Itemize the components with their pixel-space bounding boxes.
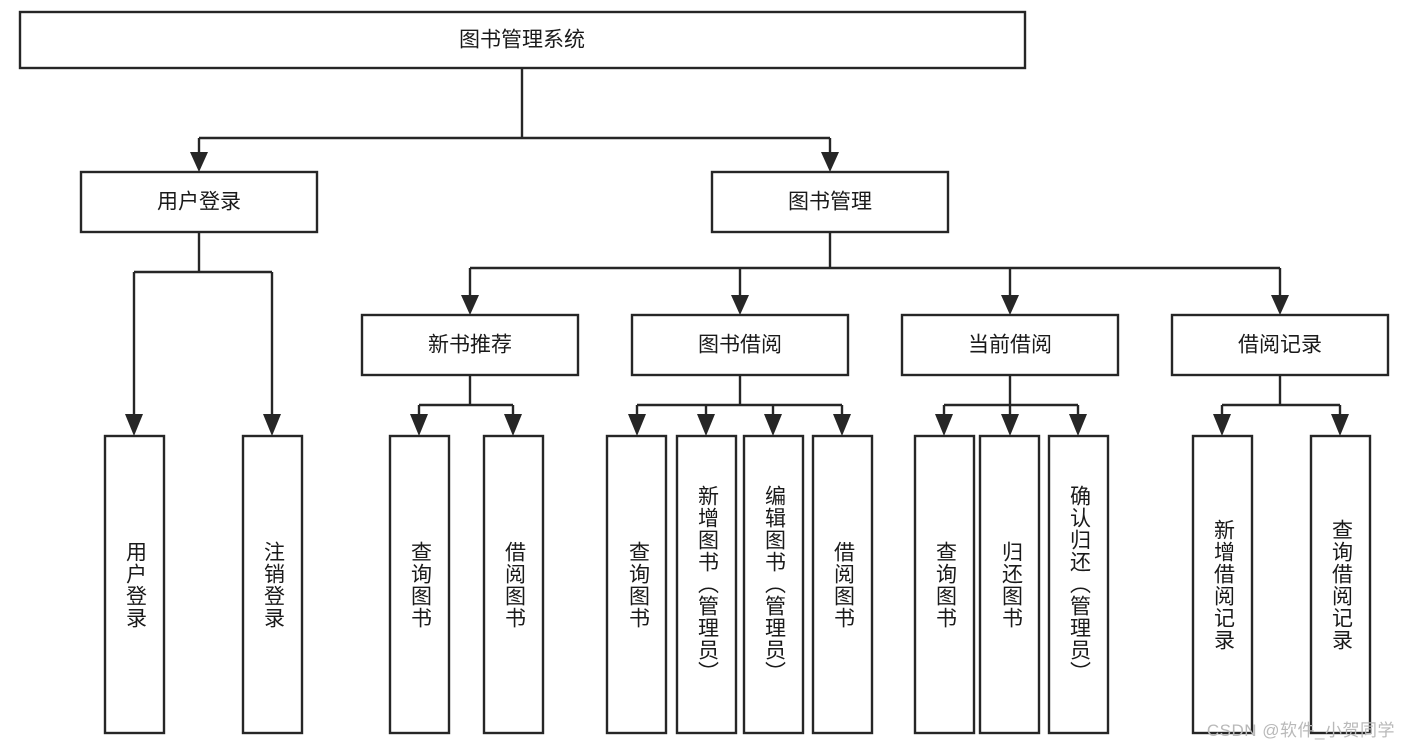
node-leaf-user-login-box[interactable] bbox=[103, 434, 166, 735]
node-leaf-query-book-3-label: 查询图书 bbox=[933, 541, 957, 629]
node-root[interactable]: 图书管理系统 bbox=[18, 10, 1027, 70]
arrow-head-leaf-query-book-2 bbox=[628, 414, 646, 436]
node-leaf-borrow-book-1-label: 借阅图书 bbox=[502, 541, 526, 629]
node-leaf-edit-book-box[interactable] bbox=[742, 434, 805, 735]
arrow-head-book-borrow bbox=[731, 295, 749, 315]
arrow-head-user-login bbox=[190, 152, 208, 172]
node-leaf-query-record-label: 查询借阅记录 bbox=[1329, 519, 1353, 651]
node-leaf-borrow-book-1-box[interactable] bbox=[482, 434, 545, 735]
node-leaf-borrow-book-1[interactable]: 借阅图书 bbox=[482, 434, 545, 735]
node-book-borrow[interactable]: 图书借阅 bbox=[630, 313, 850, 377]
arrow-head-leaf-confirm-return bbox=[1069, 414, 1087, 436]
node-leaf-logout-login[interactable]: 注销登录 bbox=[241, 434, 304, 735]
arrow-head-leaf-query-book-3 bbox=[935, 414, 953, 436]
node-leaf-logout-login-box[interactable] bbox=[241, 434, 304, 735]
arrow-head-leaf-borrow-book-1 bbox=[504, 414, 522, 436]
node-book-borrow-box[interactable] bbox=[630, 313, 850, 377]
node-leaf-add-book[interactable]: 新增图书（管理员） bbox=[675, 434, 738, 735]
node-leaf-borrow-book-2[interactable]: 借阅图书 bbox=[811, 434, 874, 735]
arrow-head-leaf-edit-book bbox=[764, 414, 782, 436]
arrow-head-leaf-add-book bbox=[697, 414, 715, 436]
node-borrow-record[interactable]: 借阅记录 bbox=[1170, 313, 1390, 377]
node-leaf-query-book-2-label: 查询图书 bbox=[626, 541, 650, 629]
arrow-head-leaf-return-book bbox=[1001, 414, 1019, 436]
arrow-head-leaf-query-record bbox=[1331, 414, 1349, 436]
node-leaf-return-book-label: 归还图书 bbox=[999, 541, 1023, 629]
node-leaf-add-record[interactable]: 新增借阅记录 bbox=[1191, 434, 1254, 735]
arrow-head-book-management bbox=[821, 152, 839, 172]
node-root-label: 图书管理系统 bbox=[459, 29, 585, 52]
node-leaf-query-book-1-label: 查询图书 bbox=[408, 541, 432, 629]
node-current-borrow-box[interactable] bbox=[900, 313, 1120, 377]
node-leaf-query-book-1[interactable]: 查询图书 bbox=[388, 434, 451, 735]
node-leaf-query-book-3-box[interactable] bbox=[913, 434, 976, 735]
node-book-management-box[interactable] bbox=[710, 170, 950, 234]
node-new-book-recommend[interactable]: 新书推荐 bbox=[360, 313, 580, 377]
node-current-borrow-label: 当前借阅 bbox=[968, 334, 1052, 357]
node-leaf-return-book[interactable]: 归还图书 bbox=[978, 434, 1041, 735]
node-leaf-confirm-return-box[interactable] bbox=[1047, 434, 1110, 735]
node-leaf-borrow-book-2-label: 借阅图书 bbox=[831, 541, 855, 629]
node-leaf-return-book-box[interactable] bbox=[978, 434, 1041, 735]
node-leaf-user-login[interactable]: 用户登录 bbox=[103, 434, 166, 735]
arrow-head-leaf-query-book-1 bbox=[410, 414, 428, 436]
arrow-head-leaf-add-record bbox=[1213, 414, 1231, 436]
node-leaf-add-record-box[interactable] bbox=[1191, 434, 1254, 735]
node-book-management[interactable]: 图书管理 bbox=[710, 170, 950, 234]
node-leaf-user-login-label: 用户登录 bbox=[123, 541, 147, 629]
node-leaf-query-book-2-box[interactable] bbox=[605, 434, 668, 735]
node-book-management-label: 图书管理 bbox=[788, 191, 872, 214]
node-user-login-label: 用户登录 bbox=[157, 191, 241, 214]
node-leaf-query-record[interactable]: 查询借阅记录 bbox=[1309, 434, 1372, 735]
arrow-head-current-borrow bbox=[1001, 295, 1019, 315]
node-user-login-box[interactable] bbox=[79, 170, 319, 234]
connector-layer bbox=[125, 68, 1349, 436]
node-leaf-add-book-box[interactable] bbox=[675, 434, 738, 735]
node-leaf-logout-login-label: 注销登录 bbox=[261, 541, 285, 629]
node-borrow-record-box[interactable] bbox=[1170, 313, 1390, 377]
node-leaf-edit-book-label: 编辑图书（管理员） bbox=[762, 485, 786, 683]
node-leaf-edit-book[interactable]: 编辑图书（管理员） bbox=[742, 434, 805, 735]
node-leaf-query-book-3[interactable]: 查询图书 bbox=[913, 434, 976, 735]
arrow-head-leaf-user-login bbox=[125, 414, 143, 436]
arrow-head-leaf-logout-login bbox=[263, 414, 281, 436]
node-leaf-borrow-book-2-box[interactable] bbox=[811, 434, 874, 735]
arrow-head-leaf-borrow-book-2 bbox=[833, 414, 851, 436]
node-leaf-query-book-2[interactable]: 查询图书 bbox=[605, 434, 668, 735]
node-book-borrow-label: 图书借阅 bbox=[698, 334, 782, 357]
node-leaf-add-record-label: 新增借阅记录 bbox=[1211, 519, 1235, 651]
node-leaf-query-record-box[interactable] bbox=[1309, 434, 1372, 735]
node-root-box[interactable] bbox=[18, 10, 1027, 70]
node-new-book-recommend-label: 新书推荐 bbox=[428, 334, 512, 357]
node-leaf-add-book-label: 新增图书（管理员） bbox=[695, 485, 719, 683]
arrow-head-new-book-recommend bbox=[461, 295, 479, 315]
node-leaf-confirm-return-label: 确认归还（管理员） bbox=[1067, 485, 1091, 683]
node-leaf-query-book-1-box[interactable] bbox=[388, 434, 451, 735]
node-user-login[interactable]: 用户登录 bbox=[79, 170, 319, 234]
node-leaf-confirm-return[interactable]: 确认归还（管理员） bbox=[1047, 434, 1110, 735]
arrow-head-borrow-record bbox=[1271, 295, 1289, 315]
node-borrow-record-label: 借阅记录 bbox=[1238, 334, 1322, 357]
node-current-borrow[interactable]: 当前借阅 bbox=[900, 313, 1120, 377]
node-new-book-recommend-box[interactable] bbox=[360, 313, 580, 377]
